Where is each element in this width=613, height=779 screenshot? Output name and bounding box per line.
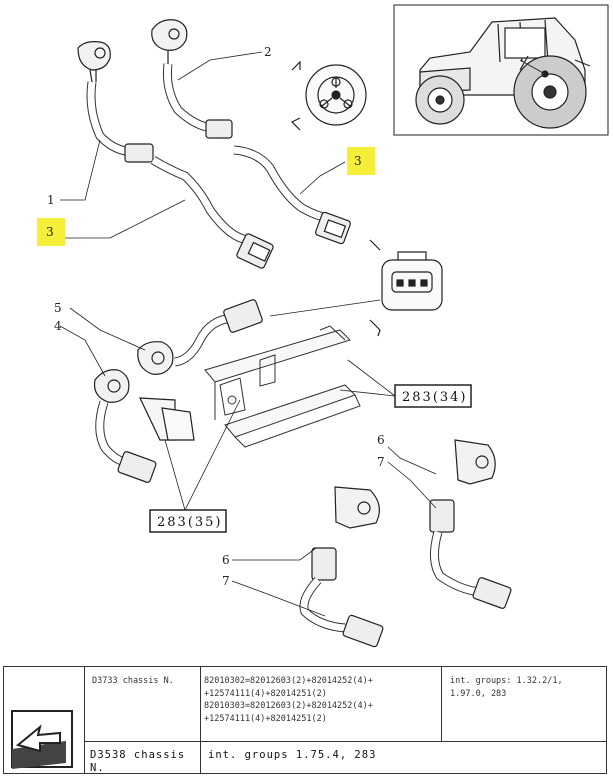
parts-table: D3733 chassis N. 82010302=82012603(2)+82…	[3, 666, 607, 774]
leader-lines	[59, 51, 437, 617]
sensor-4-5-harness	[93, 299, 263, 483]
parts-diagram: 1 2 3 3 5 4 6 7 6 7 283(34) 283(35)	[37, 4, 609, 648]
callout-5: 5	[54, 301, 62, 315]
highlight-marker	[37, 218, 65, 246]
sensor-6-7-lower-harness	[299, 486, 384, 648]
bracket-assembly	[204, 325, 361, 448]
callout-7: 7	[377, 455, 385, 469]
reference-283-35[interactable]: 283(35)	[149, 509, 227, 533]
connector-plug-detail	[369, 239, 443, 337]
callout-3: 3	[46, 225, 54, 239]
reference-283-34[interactable]: 283(34)	[394, 384, 472, 408]
callout-4: 4	[54, 319, 62, 333]
tractor-illustration	[415, 17, 591, 129]
callout-1: 1	[47, 193, 55, 207]
tractor-inset	[393, 4, 609, 136]
connector-face-detail	[290, 60, 367, 131]
sensor-1-harness	[77, 41, 274, 269]
part-numbers: 82010302=82012603(2)+82014252(4)+ +12574…	[204, 676, 373, 724]
chassis-label-1: D3733 chassis N.	[92, 676, 174, 686]
highlight-marker	[347, 147, 375, 175]
svg-text:283(35): 283(35)	[157, 515, 223, 530]
callout-3: 3	[354, 154, 362, 168]
groups-info-2: int. groups 1.75.4, 283	[208, 749, 377, 761]
chassis-label-2: D3538 chassis N.	[90, 749, 186, 774]
callout-2: 2	[264, 45, 272, 59]
sensor-2-harness	[151, 19, 351, 245]
callout-7: 7	[222, 574, 230, 588]
callout-6: 6	[377, 433, 385, 447]
nav-arrow-button[interactable]	[4, 707, 84, 775]
arrow-exit-icon	[11, 710, 73, 769]
groups-info-1: int. groups: 1.32.2/1, 1.97.0, 283	[450, 676, 563, 699]
svg-text:283(34): 283(34)	[402, 390, 468, 405]
sensor-6-7-right-harness	[429, 439, 512, 609]
callout-6: 6	[222, 553, 230, 567]
